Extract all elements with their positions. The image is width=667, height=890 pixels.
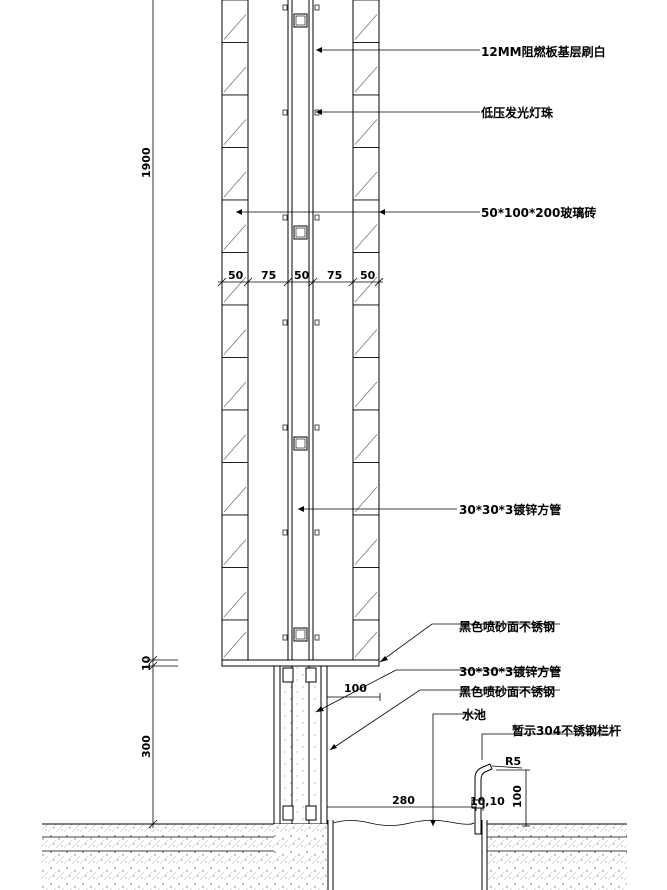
glass-brick bbox=[352, 0, 380, 43]
dim-total-height: 1900 bbox=[140, 147, 153, 178]
label-led: 低压发光灯珠 bbox=[480, 105, 554, 120]
steel-tube-box bbox=[293, 13, 308, 28]
glass-brick bbox=[221, 94, 249, 148]
led-bead bbox=[314, 634, 320, 641]
glass-brick bbox=[221, 304, 249, 358]
led-bead bbox=[314, 424, 320, 431]
led-bead bbox=[282, 529, 288, 536]
glass-brick bbox=[221, 0, 249, 43]
dim-base-offset: 100 bbox=[344, 682, 367, 695]
label-pool: 水池 bbox=[462, 707, 486, 722]
label-steel-tube-lower: 30*30*3镀锌方管 bbox=[459, 664, 561, 679]
central-core bbox=[287, 0, 314, 660]
led-bead bbox=[314, 319, 320, 326]
glass-brick bbox=[352, 357, 380, 411]
cap-plate bbox=[221, 659, 380, 667]
glass-brick bbox=[221, 147, 249, 201]
glass-brick bbox=[221, 619, 249, 661]
wall-outlines bbox=[221, 0, 380, 660]
led-bead bbox=[314, 214, 320, 221]
steel-tube-box bbox=[293, 225, 308, 240]
dim-seg-1: 50 bbox=[228, 269, 244, 282]
led-bead bbox=[314, 4, 320, 11]
led-bead bbox=[282, 319, 288, 326]
led-bead bbox=[282, 214, 288, 221]
glass-brick bbox=[352, 199, 380, 253]
led-bead bbox=[282, 424, 288, 431]
ground-section bbox=[42, 823, 627, 890]
dim-seg-5: 50 bbox=[360, 269, 376, 282]
glass-brick bbox=[352, 147, 380, 201]
glass-brick bbox=[352, 514, 380, 568]
led-bead bbox=[314, 529, 320, 536]
led-bead bbox=[282, 4, 288, 11]
glass-brick-column-left bbox=[221, 0, 249, 661]
steel-tube-box bbox=[293, 627, 308, 642]
glass-brick bbox=[221, 409, 249, 463]
label-steel-tube-upper: 30*30*3镀锌方管 bbox=[459, 502, 561, 517]
dimension-lines bbox=[147, 0, 530, 829]
led-beads bbox=[282, 4, 320, 641]
dim-seg-2: 75 bbox=[261, 269, 276, 282]
dim-cap-thickness: 10 bbox=[140, 655, 153, 671]
label-glass-brick: 50*100*200玻璃砖 bbox=[481, 205, 596, 220]
led-bead bbox=[282, 109, 288, 116]
label-fire-board: 12MM阻燃板基层刷白 bbox=[481, 44, 606, 59]
leader-arrows bbox=[236, 47, 436, 826]
glass-brick-column-right bbox=[352, 0, 380, 661]
leader-lines bbox=[236, 49, 610, 826]
glass-brick bbox=[352, 619, 380, 661]
label-base-steel: 黑色喷砂面不锈钢 bbox=[459, 684, 555, 699]
label-railing: 暂示304不锈钢栏杆 bbox=[512, 723, 621, 738]
railing bbox=[471, 763, 493, 835]
dim-seg-4: 75 bbox=[327, 269, 342, 282]
dim-rail-gap: 10,10 bbox=[470, 795, 505, 808]
dim-base-height: 300 bbox=[140, 735, 153, 758]
dim-seg-3: 50 bbox=[294, 269, 310, 282]
steel-tube-box bbox=[293, 436, 308, 451]
glass-brick bbox=[221, 252, 249, 306]
dim-rail-radius: R5 bbox=[505, 755, 521, 768]
steel-tube-sections bbox=[293, 13, 308, 642]
dim-rail-height: 100 bbox=[511, 785, 524, 808]
dim-pool-width: 280 bbox=[392, 794, 415, 807]
led-bead bbox=[282, 634, 288, 641]
glass-brick bbox=[352, 252, 380, 306]
pool bbox=[327, 819, 488, 890]
base-column bbox=[273, 665, 328, 825]
label-cap-steel: 黑色喷砂面不锈钢 bbox=[459, 619, 555, 634]
